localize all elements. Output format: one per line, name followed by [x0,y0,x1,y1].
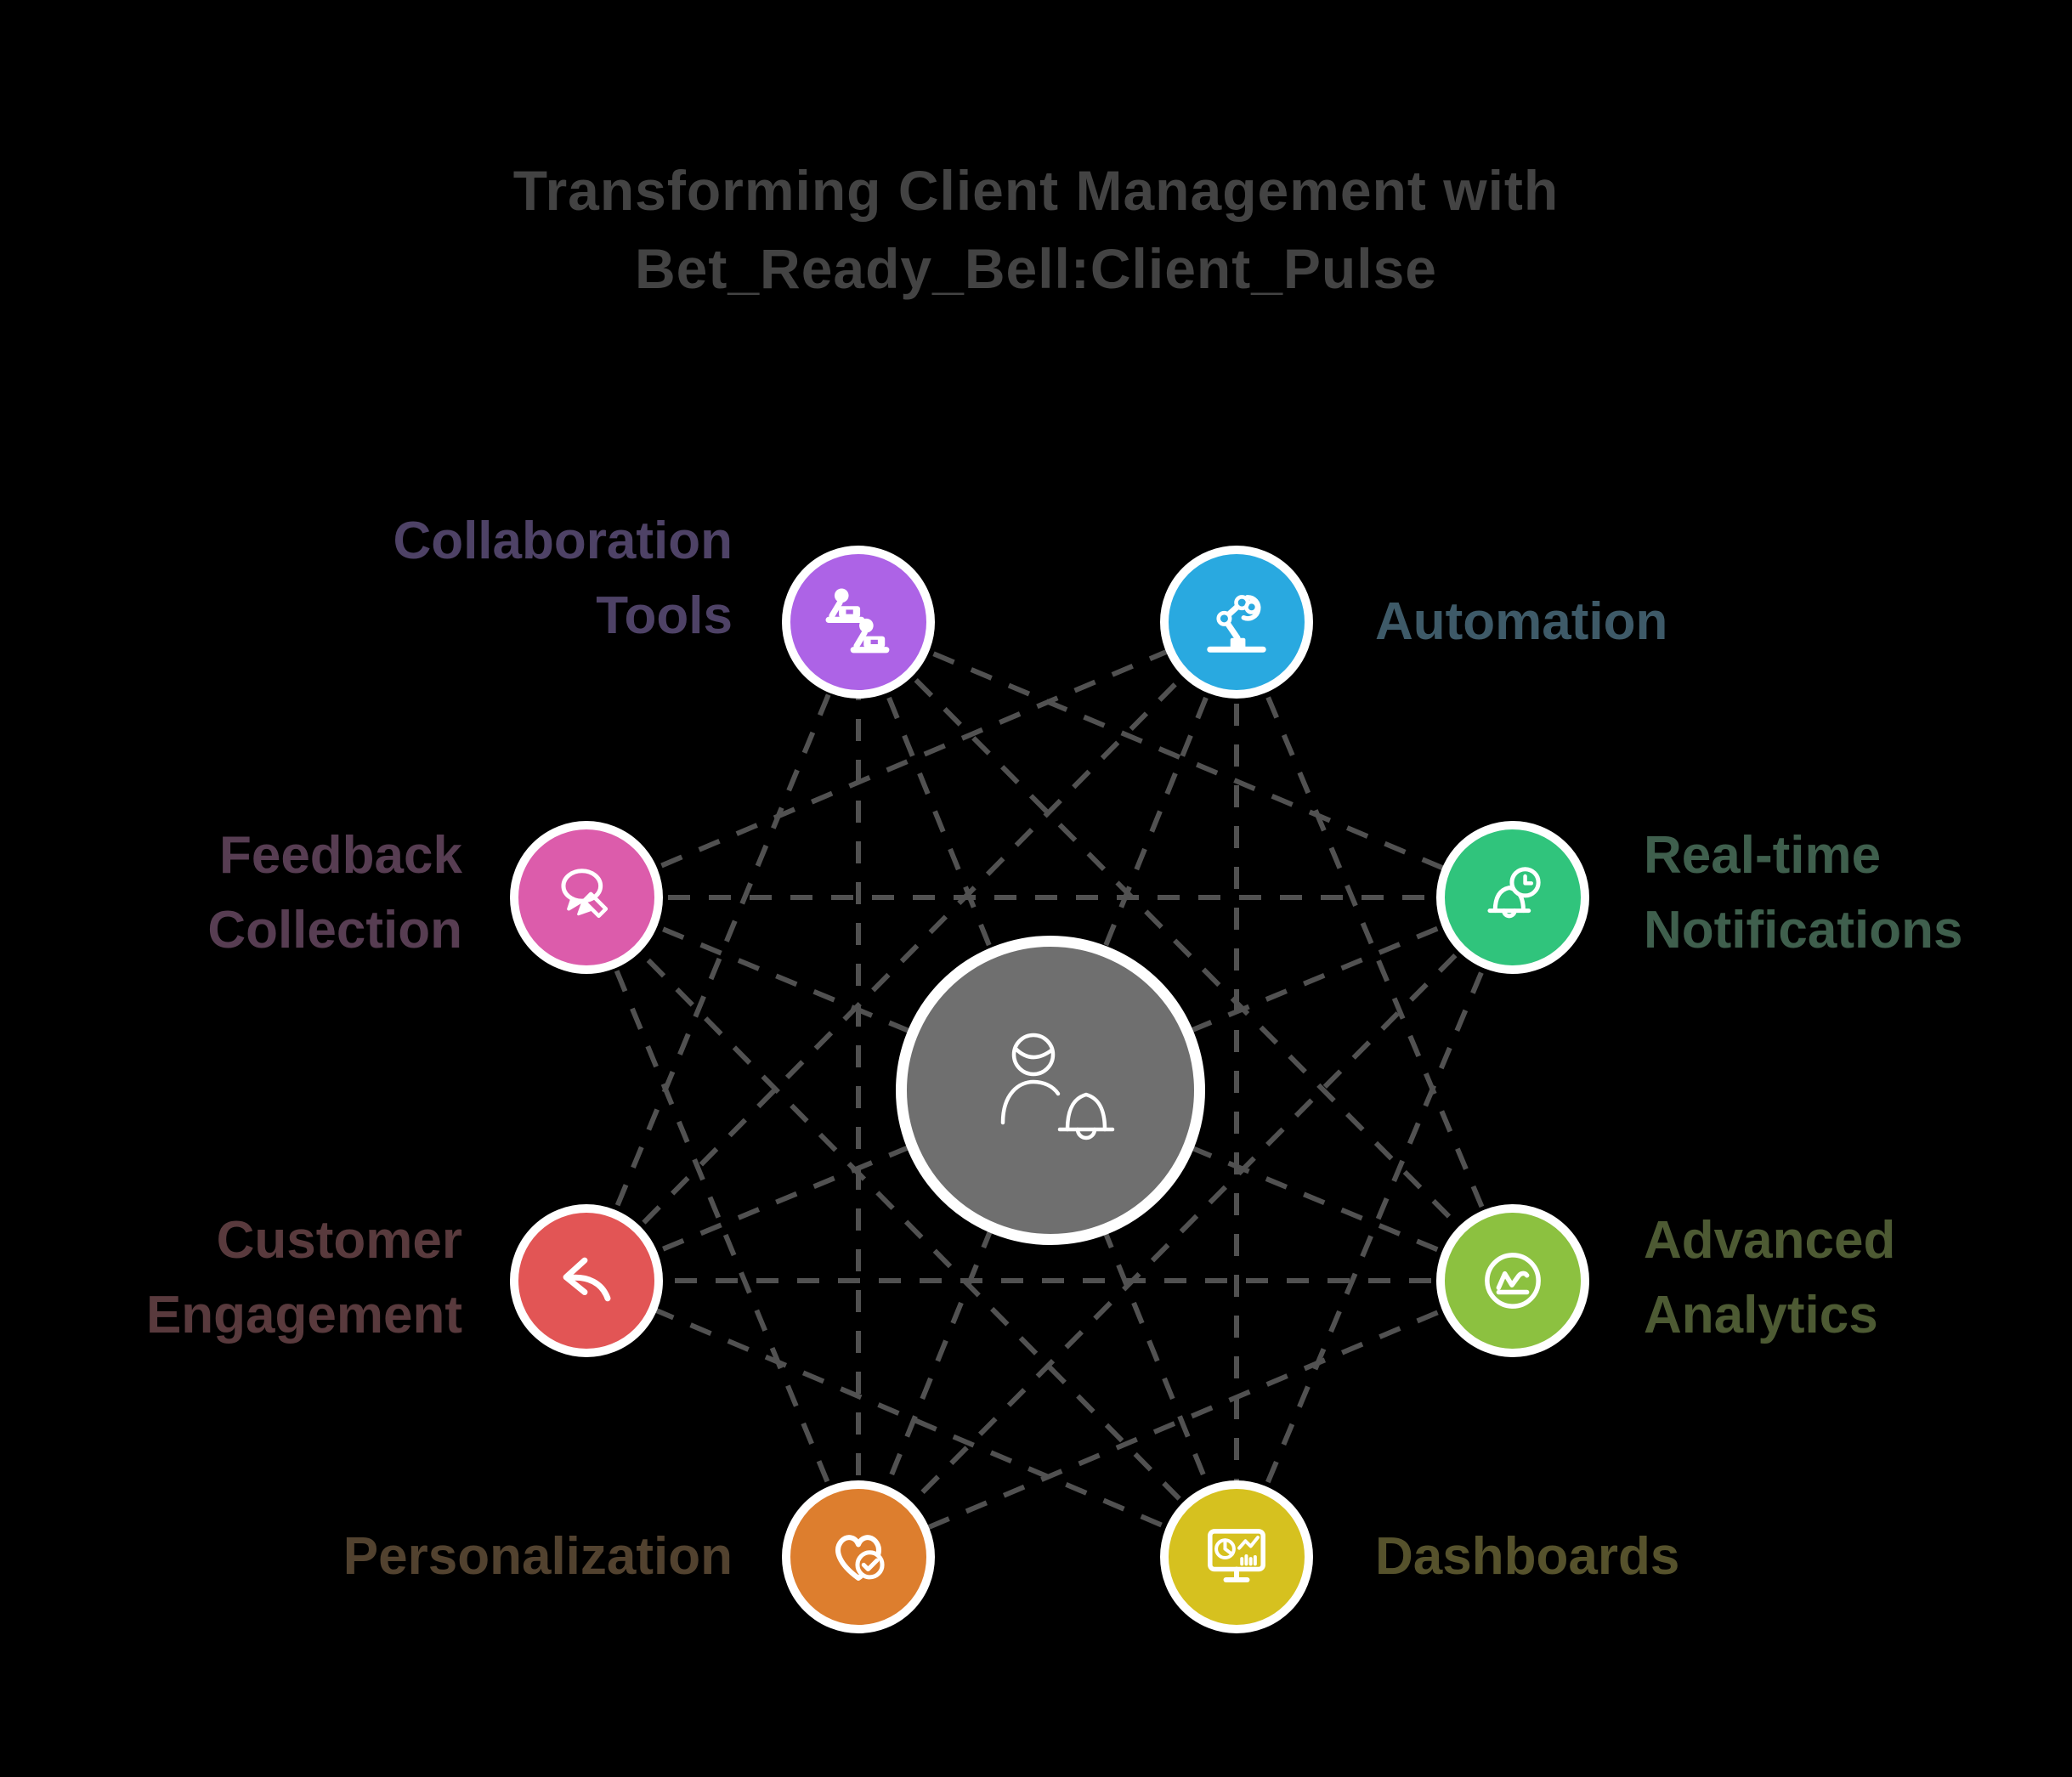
personalization-label: Personalization [343,1527,733,1586]
realtime-notifications-label: Real-time Notifications [1644,826,1963,959]
feedback-collection-label: Feedback Collection [207,826,462,959]
collaboration-icon [825,588,890,654]
customer-engagement-label: Customer Engagement [145,1211,462,1344]
collaboration-tools-label: Collaboration Tools [393,512,733,645]
title-line1: Transforming Client Management with [512,159,1560,222]
speech-bubble-pencil-icon [542,853,631,942]
collaboration-tools-circle [782,546,935,699]
customer-engagement-circle [510,1204,663,1357]
monitor-charts-icon [1192,1513,1281,1601]
heart-check-icon [814,1513,903,1601]
center-hub-circle [896,936,1205,1245]
reply-arrow-icon [542,1237,631,1325]
realtime-notifications-circle [1436,821,1589,974]
line-chart-circle-icon [1469,1237,1557,1325]
person-bell-icon [965,1005,1135,1175]
bell-clock-icon [1469,853,1557,942]
title-line2: Bet_Ready_Bell:Client_Pulse [634,237,1437,300]
infographic-title: Transforming Client Management with Bet_… [0,151,2072,308]
dashboards-label: Dashboards [1375,1527,1680,1586]
automation-circle [1160,546,1313,699]
automation-robot-arm-icon [1192,578,1281,666]
automation-label: Automation [1375,592,1668,651]
personalization-circle [782,1480,935,1633]
advanced-analytics-circle [1436,1204,1589,1357]
feedback-collection-circle [510,821,663,974]
advanced-analytics-label: Advanced Analytics [1644,1211,1896,1344]
dashboards-circle [1160,1480,1313,1633]
